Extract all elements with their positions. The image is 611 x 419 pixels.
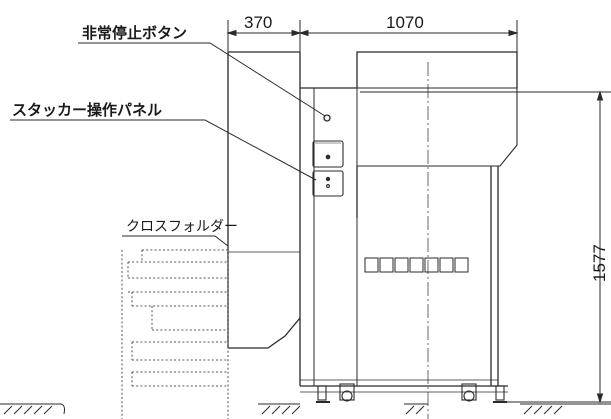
dimension-lines xyxy=(226,20,611,404)
floor-hatching xyxy=(0,403,611,415)
emergency-stop-button xyxy=(323,114,331,122)
stacker-unit xyxy=(227,51,301,349)
cross-folder-outline xyxy=(121,249,229,419)
dimension-370: 370 xyxy=(244,13,272,32)
emergency-stop-label: 非常停止ボタン xyxy=(82,24,187,42)
control-panels xyxy=(312,140,344,197)
casters xyxy=(316,383,507,403)
stacker-panel-label: スタッカー操作パネル xyxy=(12,101,162,119)
cross-folder-label: クロスフォルダー xyxy=(126,219,238,235)
main-body-frame xyxy=(299,51,518,393)
dimension-1577: 1577 xyxy=(590,244,609,282)
leader-lines xyxy=(10,42,326,247)
dimension-1070: 1070 xyxy=(386,13,424,32)
window-strip xyxy=(364,257,469,273)
